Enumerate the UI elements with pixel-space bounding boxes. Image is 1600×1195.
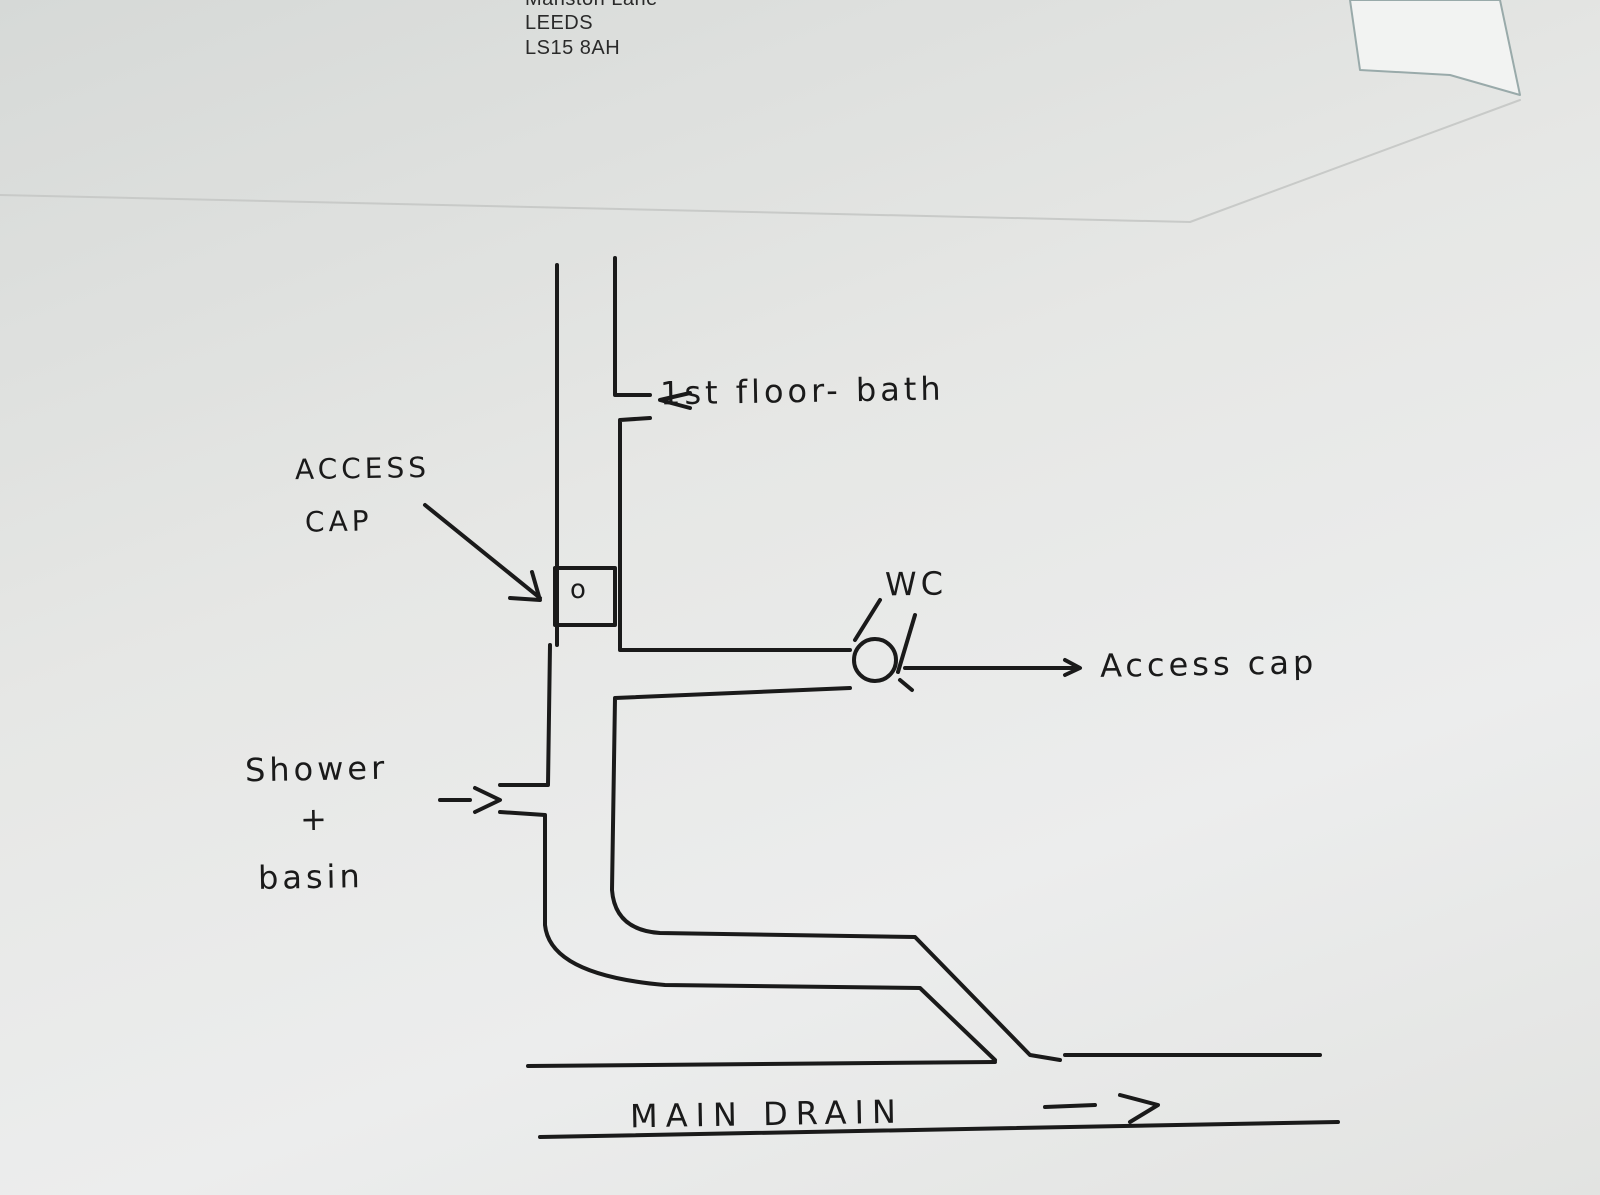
access-cap-arrow <box>423 503 542 602</box>
label-access-cap-left-1: ACCESS <box>294 450 431 487</box>
address-line-street: Manston Lane <box>525 0 658 11</box>
label-wc: WC <box>884 564 948 604</box>
wc-marks <box>853 598 1082 692</box>
label-access-cap-left-2: CAP <box>304 504 373 539</box>
label-main-drain: MAIN DRAIN <box>629 1092 905 1136</box>
access-cap-box <box>553 566 617 627</box>
envelope-fold <box>0 99 1521 223</box>
address-line-postcode: LS15 8AH <box>525 37 621 59</box>
label-shower: Shower <box>244 748 389 790</box>
main-drain-top <box>526 1053 1322 1068</box>
wc-access-cap-circle <box>852 637 898 683</box>
label-first-floor-bath: 1st floor- bath <box>659 369 945 413</box>
shower-arrow <box>438 786 502 814</box>
main-drain-bottom <box>538 1120 1340 1139</box>
address-line-city: LEEDS <box>525 12 594 34</box>
label-plus: + <box>299 799 332 839</box>
stack-right-wall <box>610 256 1062 1062</box>
access-cap-mark: o <box>569 574 591 606</box>
label-access-cap-right: Access cap <box>1099 643 1318 685</box>
envelope-corner <box>1349 0 1521 96</box>
label-basin: basin <box>257 857 365 897</box>
flow-arrow <box>1043 1093 1160 1124</box>
bath-arrow <box>658 391 692 410</box>
